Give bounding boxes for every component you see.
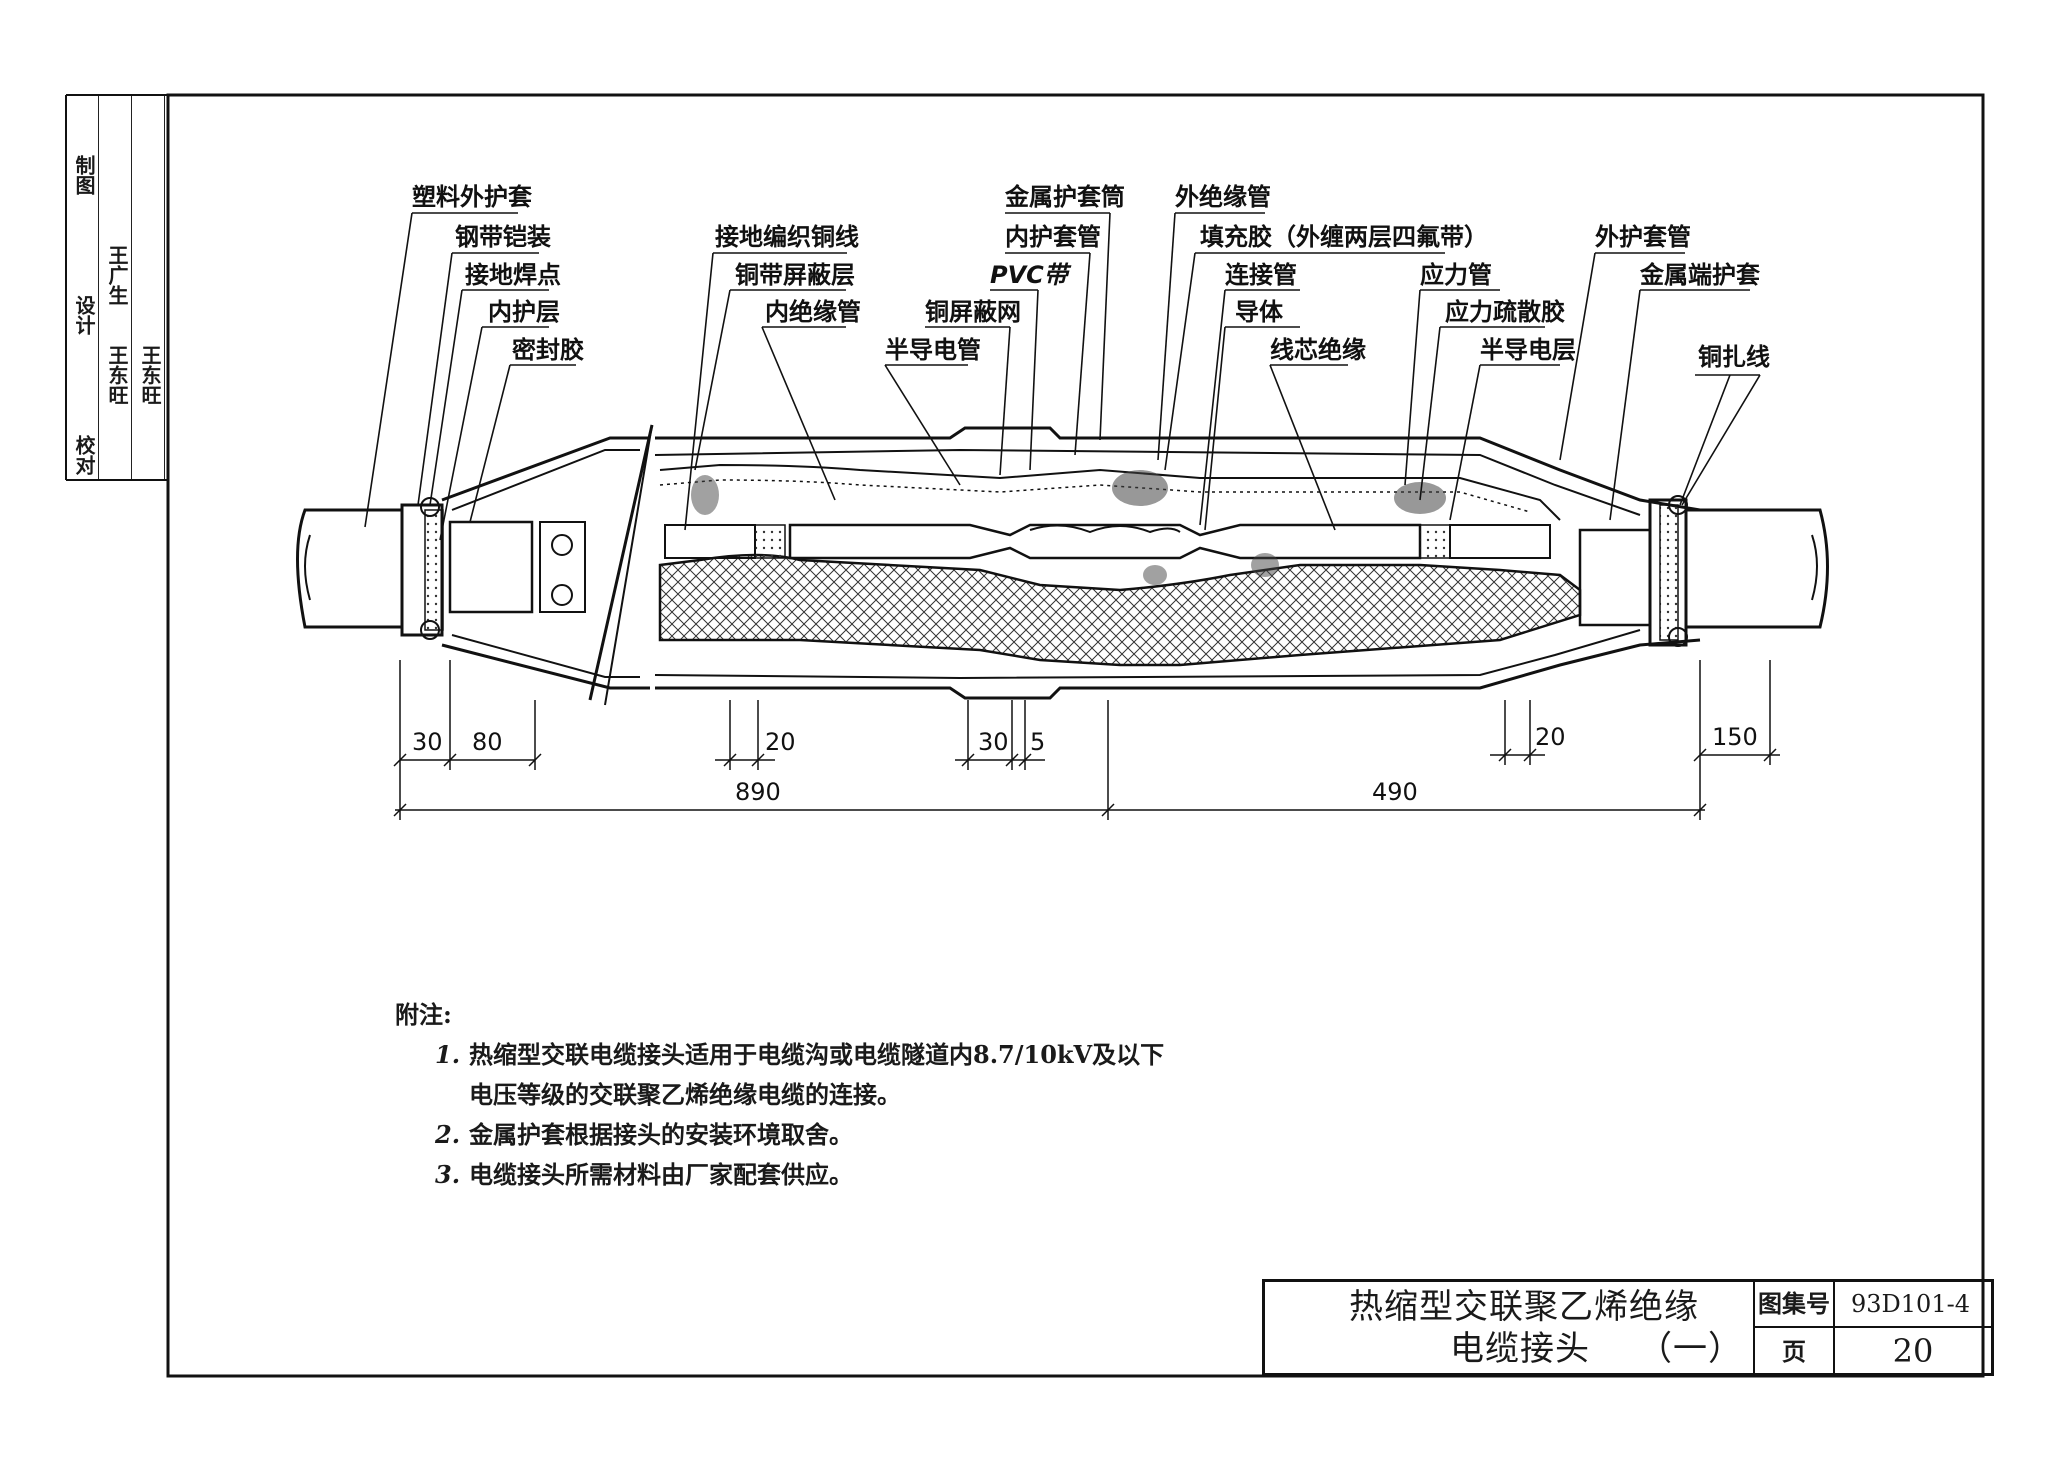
dim-30-mid: 30 xyxy=(978,728,1009,756)
signer-design: 王东旺 xyxy=(105,345,129,405)
drawing-title-revision: （一） xyxy=(1638,1329,1743,1369)
signoff-names-column: 王广生 王东旺 xyxy=(99,95,132,480)
dim-5: 5 xyxy=(1030,728,1045,756)
core-insulation-hatched xyxy=(658,553,1582,667)
label-outer-sheath-tube: 外护套管 xyxy=(1595,223,1691,251)
left-binding xyxy=(420,497,440,517)
label-inner-sheath-tube: 内护套管 xyxy=(1005,223,1101,251)
signoff-roles-column: 校对 设计 制图 xyxy=(66,95,99,480)
notes-heading: 附注: xyxy=(395,1000,452,1029)
title-cell: 热缩型交联聚乙烯绝缘 电缆接头 （一） xyxy=(1265,1282,1755,1373)
note-text-1b: 电压等级的交联聚乙烯绝缘电缆的连接。 xyxy=(469,1080,901,1109)
signer-check: 王广生 xyxy=(105,245,129,305)
note-text-3: 电缆接头所需材料由厂家配套供应。 xyxy=(469,1160,853,1189)
note-item-2: 2. 金属护套根据接头的安装环境取舍。 xyxy=(435,1115,1295,1155)
dim-490: 490 xyxy=(1372,778,1418,806)
dim-20-right: 20 xyxy=(1535,723,1566,751)
dim-80: 80 xyxy=(472,728,503,756)
title-block: 热缩型交联聚乙烯绝缘 电缆接头 （一） 图集号 93D101-4 页 20 xyxy=(1262,1279,1994,1376)
signer-draw: 王东旺 xyxy=(138,345,162,405)
label-stress-tube: 应力管 xyxy=(1420,261,1492,289)
dim-20-left: 20 xyxy=(765,728,796,756)
dimension-values: 30 80 20 30 5 20 150 890 490 xyxy=(412,723,1758,806)
label-pvc-tape: PVC带 xyxy=(990,261,1072,289)
dimension-lines xyxy=(393,660,1780,820)
label-filler: 填充胶（外缠两层四氟带） xyxy=(1200,223,1488,251)
leader-lines xyxy=(364,212,1761,541)
role-draw: 制图 xyxy=(72,155,96,195)
notes-block: 附注: 1. 热缩型交联电缆接头适用于电缆沟或电缆隧道内8.7/10kV及以下 电… xyxy=(395,995,1295,1195)
left-cable xyxy=(296,508,402,629)
role-check: 校对 xyxy=(72,435,96,475)
right-binding xyxy=(1668,495,1688,515)
break-line xyxy=(588,424,654,701)
dim-30-left: 30 xyxy=(412,728,443,756)
label-inner-layer: 内护层 xyxy=(488,298,560,326)
atlas-label: 图集号 xyxy=(1755,1282,1835,1328)
dim-150: 150 xyxy=(1712,723,1758,751)
outer-profile-top xyxy=(655,426,1701,512)
label-outer-insulation-tube: 外绝缘管 xyxy=(1175,183,1271,211)
note-item-3: 3. 电缆接头所需材料由厂家配套供应。 xyxy=(435,1155,1295,1195)
label-sealant: 密封胶 xyxy=(512,336,584,364)
right-end-sheath xyxy=(1648,498,1688,647)
label-ground-braid: 接地编织铜线 xyxy=(715,223,859,251)
label-semi-conductive-tube: 半导电管 xyxy=(885,336,981,364)
note-item-1: 1. 热缩型交联电缆接头适用于电缆沟或电缆隧道内8.7/10kV及以下 xyxy=(435,1035,1295,1075)
role-design: 设计 xyxy=(72,295,96,335)
note-number-3: 3. xyxy=(435,1160,461,1189)
drawing-title-line2: 电缆接头 （一） xyxy=(1450,1328,1743,1370)
dim-890: 890 xyxy=(735,778,781,806)
signoff-strip: 校对 设计 制图 王广生 王东旺 王东旺 xyxy=(66,95,166,480)
drawing-frame xyxy=(166,93,1985,1378)
label-metal-sheath-tube: 金属护套筒 xyxy=(1004,183,1125,211)
label-core-insulation: 线芯绝缘 xyxy=(1270,336,1366,364)
right-cable xyxy=(1686,508,1829,629)
outer-profile-bottom xyxy=(655,638,1701,700)
label-semi-conductive-layer: 半导电层 xyxy=(1480,336,1576,364)
note-number-2: 2. xyxy=(435,1120,461,1149)
signoff-names-column-2: 王东旺 xyxy=(132,95,165,480)
label-steel-armor: 钢带铠装 xyxy=(455,223,551,251)
label-copper-tape-shield: 铜带屏蔽层 xyxy=(735,261,855,289)
note-text-2: 金属护套根据接头的安装环境取舍。 xyxy=(469,1120,853,1149)
conductor-connector xyxy=(788,523,1422,560)
label-metal-end-sheath: 金属端护套 xyxy=(1639,261,1761,289)
label-conductor: 导体 xyxy=(1235,298,1284,326)
joint-body xyxy=(296,424,1829,706)
label-stress-grading: 应力疏散胶 xyxy=(1445,298,1565,326)
note-text-1a: 热缩型交联电缆接头适用于电缆沟或电缆隧道内8.7/10kV及以下 xyxy=(469,1040,1165,1069)
drawing-title-line1: 热缩型交联聚乙烯绝缘 xyxy=(1349,1287,1699,1327)
page-number: 20 xyxy=(1892,1332,1934,1370)
atlas-number: 93D101-4 xyxy=(1835,1282,1991,1328)
page-label: 页 xyxy=(1755,1328,1835,1373)
label-plastic-sheath: 塑料外护套 xyxy=(412,183,533,211)
note-number-1: 1. xyxy=(435,1040,461,1069)
label-ground-weld: 接地焊点 xyxy=(465,261,561,289)
label-copper-mesh: 铜屏蔽网 xyxy=(925,298,1021,326)
drawing-title-text: 电缆接头 xyxy=(1450,1329,1590,1369)
component-labels: 塑料外护套 钢带铠装 接地焊点 内护层 密封胶 接地编织铜线 铜带屏蔽层 内绝缘… xyxy=(412,183,1770,371)
label-inner-insulation-tube: 内绝缘管 xyxy=(765,298,861,326)
label-copper-binding: 铜扎线 xyxy=(1698,343,1770,371)
label-connector: 连接管 xyxy=(1225,261,1297,289)
